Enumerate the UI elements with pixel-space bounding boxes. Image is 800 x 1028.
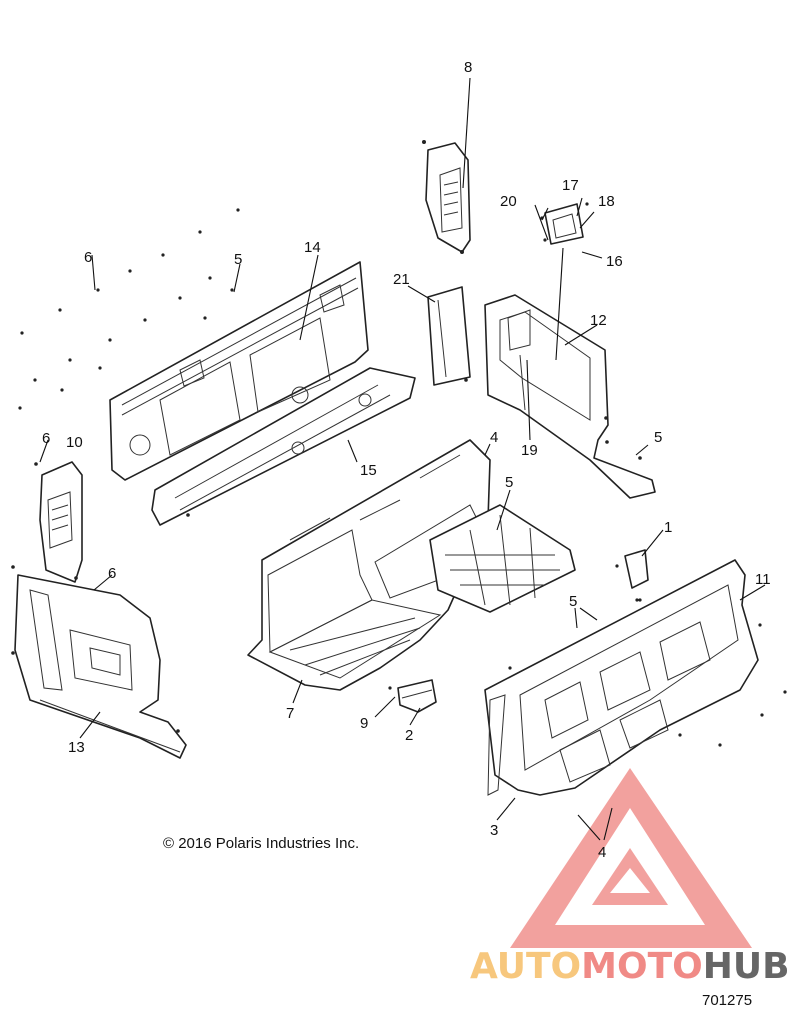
callout-13: 13: [68, 739, 85, 756]
callout-6-top: 6: [84, 249, 92, 266]
callout-17: 17: [562, 177, 579, 194]
callout-18: 18: [598, 193, 615, 210]
callout-7: 7: [286, 705, 294, 722]
part-14-front-wall-panel: [109, 261, 369, 481]
callout-2: 2: [405, 727, 413, 744]
callout-1: 1: [664, 519, 672, 536]
callout-16: 16: [606, 253, 623, 270]
callout-19: 19: [521, 442, 538, 459]
part-15-lower-beam: [151, 367, 416, 526]
scattered-fasteners: [18, 208, 240, 410]
watermark-triangle-logo: [510, 768, 752, 948]
part-21-vertical-panel: [427, 286, 471, 386]
watermark-hub: HUB: [703, 946, 790, 987]
callout-6-low: 6: [108, 565, 116, 582]
callout-12: 12: [590, 312, 607, 329]
callout-5-right: 5: [654, 429, 662, 446]
part-1-bracket: [615, 549, 649, 602]
callout-10: 10: [66, 434, 83, 451]
copyright-text: © 2016 Polaris Industries Inc.: [163, 835, 359, 852]
part-9-bracket: [388, 679, 437, 713]
callout-5-lower: 5: [569, 593, 577, 610]
callout-5-center: 5: [505, 474, 513, 491]
callout-4-top: 4: [490, 429, 498, 446]
callout-9: 9: [360, 715, 368, 732]
callout-21: 21: [393, 271, 410, 288]
callout-3: 3: [490, 822, 498, 839]
part-7-cargo-box-tub: [247, 439, 491, 691]
watermark-auto: AUTO: [470, 946, 581, 987]
callout-15: 15: [360, 462, 377, 479]
callout-4-bottom: 4: [598, 844, 606, 861]
part-12-right-side-frame: [484, 294, 656, 499]
callout-11: 11: [755, 571, 771, 588]
part-8-upper-trim: [422, 140, 471, 254]
bed-floor-grid: [429, 504, 576, 613]
callout-6-mid: 6: [42, 430, 50, 447]
callout-14: 14: [304, 239, 321, 256]
leader-lines: [39, 77, 766, 841]
part-13-left-side-panel: [11, 565, 187, 759]
callout-8: 8: [464, 59, 472, 76]
watermark-moto: MOTO: [581, 946, 703, 987]
part-10-left-pillar-trim: [34, 461, 83, 583]
callout-20: 20: [500, 193, 517, 210]
callout-5-left: 5: [234, 251, 242, 268]
document-number: 701275: [702, 992, 752, 1009]
watermark-text: AUTOMOTOHUB: [470, 946, 790, 987]
part-11-tailgate: [484, 559, 787, 796]
